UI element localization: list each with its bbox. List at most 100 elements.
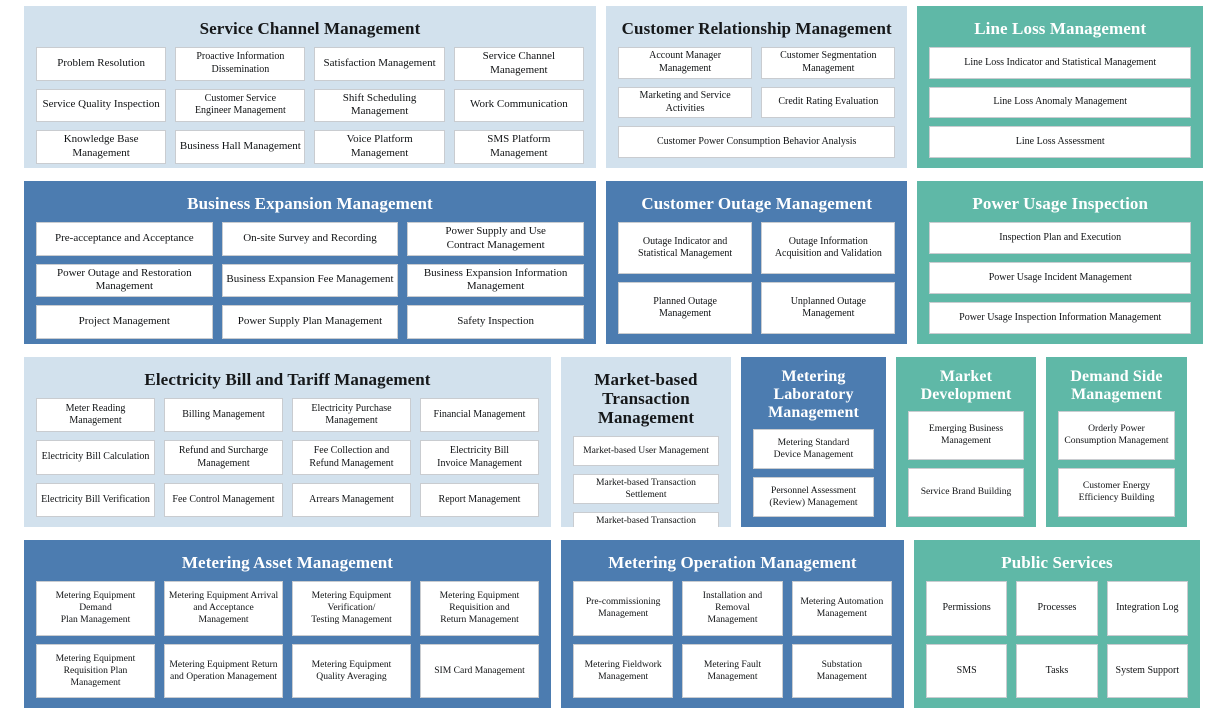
tile-power-supply-and-use-contract-management[interactable]: Power Supply and Use Contract Management: [407, 222, 584, 256]
tile-power-outage-and-restoration-management[interactable]: Power Outage and Restoration Management: [36, 263, 213, 298]
tile-account-manager-management[interactable]: Account Manager Management: [617, 47, 753, 79]
tile-financial-management[interactable]: Financial Management: [420, 398, 539, 433]
panel-row-4: Metering Asset Management Metering Equip…: [24, 540, 1203, 708]
tile-metering-equipment-requisition-and-return-management[interactable]: Metering Equipment Requisition and Retur…: [420, 581, 539, 636]
tile-project-management[interactable]: Project Management: [36, 305, 213, 339]
tile-electricity-purchase-management[interactable]: Electricity Purchase Management: [292, 398, 411, 433]
panel-public-services[interactable]: Public Services Permissions Processes In…: [914, 540, 1200, 708]
tile-sms[interactable]: SMS: [926, 643, 1008, 698]
tile-sms-platform-management[interactable]: SMS Platform Management: [453, 130, 584, 164]
panel-demand-side-management[interactable]: Demand Side Management Orderly Power Con…: [1046, 357, 1187, 527]
tile-electricity-bill-invoice-management[interactable]: Electricity Bill Invoice Management: [420, 440, 539, 475]
tile-knowledge-base-management[interactable]: Knowledge Base Management: [36, 130, 167, 164]
tile-proactive-information-dissemination[interactable]: Proactive Information Dissemination: [175, 47, 306, 81]
tile-metering-standard-device-management[interactable]: Metering Standard Device Management: [753, 428, 874, 469]
tile-planned-outage-management[interactable]: Planned Outage Management: [617, 282, 753, 334]
tile-refund-and-surcharge-management[interactable]: Refund and Surcharge Management: [164, 440, 283, 475]
tile-customer-energy-efficiency-building[interactable]: Customer Energy Efficiency Building: [1058, 467, 1175, 517]
tile-line-loss-indicator-and-statistical-management[interactable]: Line Loss Indicator and Statistical Mana…: [929, 47, 1191, 79]
tile-metering-equipment-quality-averaging[interactable]: Metering Equipment Quality Averaging: [292, 643, 411, 698]
panel-title: Market-based Transaction Management: [594, 370, 698, 428]
panel-metering-asset-management[interactable]: Metering Asset Management Metering Equip…: [24, 540, 551, 708]
tile-satisfaction-management[interactable]: Satisfaction Management: [314, 47, 445, 81]
panel-title: Power Usage Inspection: [972, 194, 1149, 213]
tile-unplanned-outage-management[interactable]: Unplanned Outage Management: [761, 282, 896, 334]
tile-outage-information-acquisition-and-validation[interactable]: Outage Information Acquisition and Valid…: [761, 222, 896, 275]
tile-power-supply-plan-management[interactable]: Power Supply Plan Management: [221, 305, 399, 339]
tile-billing-management[interactable]: Billing Management: [164, 398, 283, 433]
tile-permissions[interactable]: Permissions: [926, 581, 1008, 636]
tile-market-based-transaction-refund-and-surcharge[interactable]: Market-based Transaction Refund and Surc…: [573, 512, 719, 527]
tile-fee-control-management[interactable]: Fee Control Management: [164, 482, 283, 517]
tile-electricity-bill-calculation[interactable]: Electricity Bill Calculation: [36, 440, 155, 475]
tile-business-expansion-fee-management[interactable]: Business Expansion Fee Management: [221, 263, 399, 298]
panel-power-usage-inspection[interactable]: Power Usage Inspection Inspection Plan a…: [917, 181, 1203, 344]
tile-inspection-plan-and-execution[interactable]: Inspection Plan and Execution: [929, 222, 1191, 255]
tile-pre-acceptance-and-acceptance[interactable]: Pre-acceptance and Acceptance: [36, 222, 213, 256]
tile-arrears-management[interactable]: Arrears Management: [292, 482, 411, 517]
panel-customer-outage-management[interactable]: Customer Outage Management Outage Indica…: [605, 181, 908, 344]
panel-electricity-bill-and-tariff-management[interactable]: Electricity Bill and Tariff Management M…: [24, 357, 551, 527]
tile-service-channel-management[interactable]: Service Channel Management: [453, 47, 584, 81]
tile-grid: Emerging Business Management Service Bra…: [908, 410, 1024, 517]
tile-installation-and-removal-management[interactable]: Installation and Removal Management: [682, 581, 783, 636]
tile-pre-commissioning-management[interactable]: Pre-commissioning Management: [573, 581, 674, 636]
tile-personnel-assessment-review-management[interactable]: Personnel Assessment (Review) Management: [753, 476, 874, 517]
panel-service-channel-management[interactable]: Service Channel Management Problem Resol…: [24, 6, 596, 168]
tile-business-hall-management[interactable]: Business Hall Management: [175, 130, 306, 164]
tile-metering-equipment-requisition-plan-management[interactable]: Metering Equipment Requisition Plan Mana…: [36, 643, 155, 698]
tile-customer-service-engineer-management[interactable]: Customer Service Engineer Management: [175, 88, 306, 123]
panel-title: Service Channel Management: [199, 19, 421, 38]
tile-customer-segmentation-management[interactable]: Customer Segmentation Management: [761, 47, 896, 79]
panel-row-2: Business Expansion Management Pre-accept…: [24, 181, 1203, 344]
tile-line-loss-assessment[interactable]: Line Loss Assessment: [929, 126, 1191, 158]
tile-fee-collection-and-refund-management[interactable]: Fee Collection and Refund Management: [292, 440, 411, 475]
tile-grid: Line Loss Indicator and Statistical Mana…: [929, 47, 1191, 158]
tile-marketing-and-service-activities[interactable]: Marketing and Service Activities: [617, 86, 753, 119]
tile-shift-scheduling-management[interactable]: Shift Scheduling Management: [314, 88, 445, 123]
tile-line-loss-anomaly-management[interactable]: Line Loss Anomaly Management: [929, 86, 1191, 119]
tile-processes[interactable]: Processes: [1016, 581, 1098, 636]
tile-electricity-bill-verification[interactable]: Electricity Bill Verification: [36, 482, 155, 517]
panel-line-loss-management[interactable]: Line Loss Management Line Loss Indicator…: [917, 6, 1203, 168]
tile-grid: Metering Standard Device Management Pers…: [753, 428, 874, 517]
tile-service-brand-building[interactable]: Service Brand Building: [908, 467, 1024, 517]
tile-safety-inspection[interactable]: Safety Inspection: [407, 305, 584, 339]
panel-business-expansion-management[interactable]: Business Expansion Management Pre-accept…: [24, 181, 596, 344]
tile-power-usage-inspection-information-management[interactable]: Power Usage Inspection Information Manag…: [929, 302, 1191, 334]
tile-metering-automation-management[interactable]: Metering Automation Management: [791, 581, 892, 636]
tile-orderly-power-consumption-management[interactable]: Orderly Power Consumption Management: [1058, 410, 1175, 460]
tile-credit-rating-evaluation[interactable]: Credit Rating Evaluation: [761, 86, 896, 119]
tile-on-site-survey-and-recording[interactable]: On-site Survey and Recording: [221, 222, 399, 256]
tile-metering-fault-management[interactable]: Metering Fault Management: [682, 643, 783, 698]
tile-metering-fieldwork-management[interactable]: Metering Fieldwork Management: [573, 643, 674, 698]
tile-power-usage-incident-management[interactable]: Power Usage Incident Management: [929, 262, 1191, 294]
tile-problem-resolution[interactable]: Problem Resolution: [36, 47, 167, 81]
tile-voice-platform-management[interactable]: Voice Platform Management: [314, 130, 445, 164]
tile-grid: Outage Indicator and Statistical Managem…: [617, 222, 896, 334]
panel-market-development[interactable]: Market Development Emerging Business Man…: [896, 357, 1036, 527]
tile-metering-equipment-return-and-operation-management[interactable]: Metering Equipment Return and Operation …: [164, 643, 283, 698]
tile-substation-management[interactable]: Substation Management: [791, 643, 892, 698]
panel-metering-laboratory-management[interactable]: Metering Laboratory Management Metering …: [741, 357, 886, 527]
tile-meter-reading-management[interactable]: Meter Reading Management: [36, 398, 155, 433]
tile-tasks[interactable]: Tasks: [1016, 643, 1098, 698]
panel-customer-relationship-management[interactable]: Customer Relationship Management Account…: [605, 6, 908, 168]
tile-sim-card-management[interactable]: SIM Card Management: [420, 643, 539, 698]
tile-metering-equipment-arrival-and-acceptance-management[interactable]: Metering Equipment Arrival and Acceptanc…: [164, 581, 283, 636]
tile-service-quality-inspection[interactable]: Service Quality Inspection: [36, 88, 167, 123]
tile-outage-indicator-and-statistical-management[interactable]: Outage Indicator and Statistical Managem…: [617, 222, 753, 275]
tile-customer-power-consumption-behavior-analysis[interactable]: Customer Power Consumption Behavior Anal…: [617, 126, 896, 158]
tile-business-expansion-information-management[interactable]: Business Expansion Information Managemen…: [407, 263, 584, 298]
tile-integration-log[interactable]: Integration Log: [1106, 581, 1188, 636]
tile-market-based-user-management[interactable]: Market-based User Management: [573, 436, 719, 467]
panel-market-based-transaction-management[interactable]: Market-based Transaction Management Mark…: [561, 357, 731, 527]
tile-metering-equipment-verification-testing-management[interactable]: Metering Equipment Verification/ Testing…: [292, 581, 411, 636]
tile-market-based-transaction-settlement[interactable]: Market-based Transaction Settlement: [573, 474, 719, 505]
tile-report-management[interactable]: Report Management: [420, 482, 539, 517]
tile-emerging-business-management[interactable]: Emerging Business Management: [908, 410, 1024, 460]
panel-metering-operation-management[interactable]: Metering Operation Management Pre-commis…: [561, 540, 904, 708]
tile-work-communication[interactable]: Work Communication: [453, 88, 584, 123]
tile-system-support[interactable]: System Support: [1106, 643, 1188, 698]
tile-metering-equipment-demand-plan-management[interactable]: Metering Equipment Demand Plan Managemen…: [36, 581, 155, 636]
